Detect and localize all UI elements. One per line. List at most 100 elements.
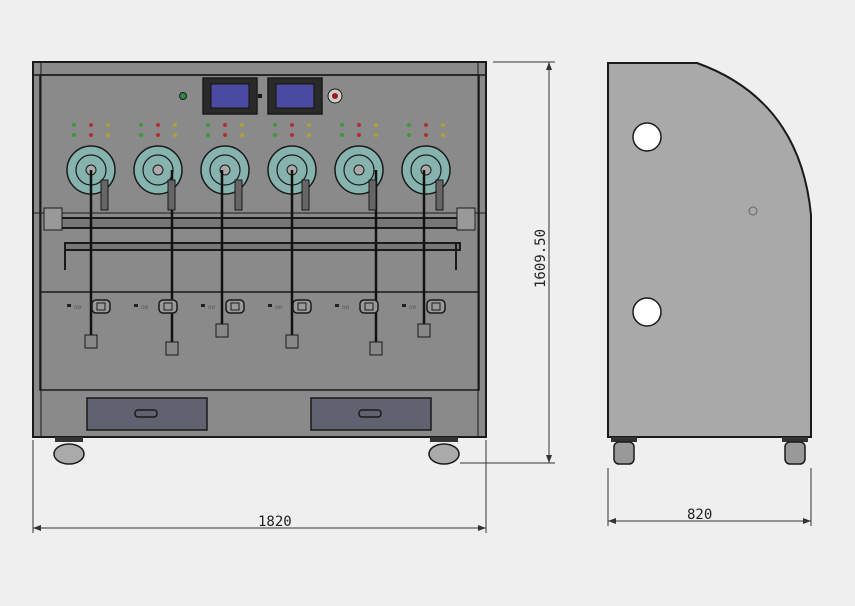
socket-switch bbox=[67, 304, 71, 307]
test-station-5: oo bbox=[334, 123, 384, 356]
cable-plug bbox=[369, 341, 383, 356]
side-fastener bbox=[748, 206, 758, 216]
socket-switch bbox=[134, 304, 138, 307]
power-socket bbox=[158, 299, 178, 314]
rail-clamp-left bbox=[43, 207, 63, 231]
socket-mark: oo bbox=[208, 304, 216, 311]
indicator-light bbox=[273, 133, 277, 137]
indicator-light bbox=[206, 133, 210, 137]
indicator-light bbox=[407, 123, 411, 127]
socket-switch bbox=[268, 304, 272, 307]
caster-mount bbox=[430, 437, 458, 442]
side-view bbox=[607, 62, 812, 465]
clamp-arm bbox=[167, 179, 176, 211]
indicator-light bbox=[307, 133, 311, 137]
clamp-arm bbox=[234, 179, 243, 211]
indicator-light bbox=[374, 123, 378, 127]
socket-face bbox=[364, 302, 374, 311]
indicator-light bbox=[156, 133, 160, 137]
socket-switch bbox=[402, 304, 406, 307]
indicator-light bbox=[357, 123, 361, 127]
upper-rail bbox=[54, 217, 466, 229]
front-width-dimension: 1820 bbox=[258, 514, 292, 530]
height-dimension: 1609.50 bbox=[533, 229, 549, 288]
indicator-light bbox=[72, 123, 76, 127]
dial-hub bbox=[353, 164, 365, 176]
side-caster-mount bbox=[782, 437, 808, 442]
cable-plug bbox=[215, 323, 229, 338]
dial-ring bbox=[343, 154, 375, 186]
indicator-light bbox=[223, 133, 227, 137]
indicator-light bbox=[106, 133, 110, 137]
indicator-light bbox=[72, 133, 76, 137]
display-screen-1 bbox=[210, 83, 250, 109]
socket-face bbox=[230, 302, 240, 311]
socket-face bbox=[431, 302, 441, 311]
drawer-2 bbox=[310, 397, 432, 431]
side-depth-dimension: 820 bbox=[687, 507, 712, 523]
side-caster-1 bbox=[613, 441, 635, 465]
indicator-light bbox=[106, 123, 110, 127]
indicator-light bbox=[340, 123, 344, 127]
power-socket bbox=[91, 299, 111, 314]
indicator-light bbox=[139, 133, 143, 137]
drawer-handle-2 bbox=[358, 409, 382, 418]
indicator-light bbox=[407, 133, 411, 137]
power-socket bbox=[426, 299, 446, 314]
indicator-light bbox=[223, 123, 227, 127]
indicator-light bbox=[206, 123, 210, 127]
indicator-light bbox=[290, 133, 294, 137]
emergency-stop-center bbox=[332, 93, 338, 99]
side-panel bbox=[607, 62, 812, 438]
cable-plug bbox=[285, 334, 299, 349]
socket-switch bbox=[335, 304, 339, 307]
indicator-light bbox=[290, 123, 294, 127]
indicator-light bbox=[340, 133, 344, 137]
indicator-light bbox=[139, 123, 143, 127]
indicator-light bbox=[441, 123, 445, 127]
side-caster-2 bbox=[784, 441, 806, 465]
test-station-3: oo bbox=[200, 123, 250, 338]
power-indicator bbox=[179, 92, 187, 100]
side-port-lower bbox=[632, 297, 662, 327]
socket-mark: oo bbox=[74, 304, 82, 311]
indicator-light bbox=[307, 123, 311, 127]
indicator-light bbox=[156, 123, 160, 127]
cable-plug bbox=[84, 334, 98, 349]
lower-rail bbox=[64, 242, 461, 251]
indicator-light bbox=[424, 133, 428, 137]
indicator-light bbox=[441, 133, 445, 137]
socket-mark: oo bbox=[409, 304, 417, 311]
test-station-4: oo bbox=[267, 123, 317, 349]
side-port-upper bbox=[632, 122, 662, 152]
socket-mark: oo bbox=[141, 304, 149, 311]
socket-face bbox=[163, 302, 173, 311]
caster-wheel-1 bbox=[53, 443, 85, 465]
clamp-arm bbox=[100, 179, 109, 211]
clamp-arm bbox=[368, 179, 377, 211]
drawer-1 bbox=[86, 397, 208, 431]
socket-face bbox=[297, 302, 307, 311]
cable-plug bbox=[417, 323, 431, 338]
power-socket bbox=[225, 299, 245, 314]
drawer-handle-1 bbox=[134, 409, 158, 418]
indicator-light bbox=[173, 133, 177, 137]
dial-hub bbox=[420, 164, 432, 176]
test-station-6: oo bbox=[401, 123, 451, 338]
indicator-light bbox=[357, 133, 361, 137]
socket-switch bbox=[201, 304, 205, 307]
indicator-light bbox=[424, 123, 428, 127]
indicator-light bbox=[89, 123, 93, 127]
indicator-light bbox=[374, 133, 378, 137]
indicator-light bbox=[240, 133, 244, 137]
power-socket bbox=[359, 299, 379, 314]
clamp-arm bbox=[301, 179, 310, 211]
dial-ring bbox=[410, 154, 442, 186]
test-station-1: oo bbox=[66, 123, 116, 349]
clamp-arm bbox=[435, 179, 444, 211]
test-station-2: oo bbox=[133, 123, 183, 356]
caster-wheel-2 bbox=[428, 443, 460, 465]
